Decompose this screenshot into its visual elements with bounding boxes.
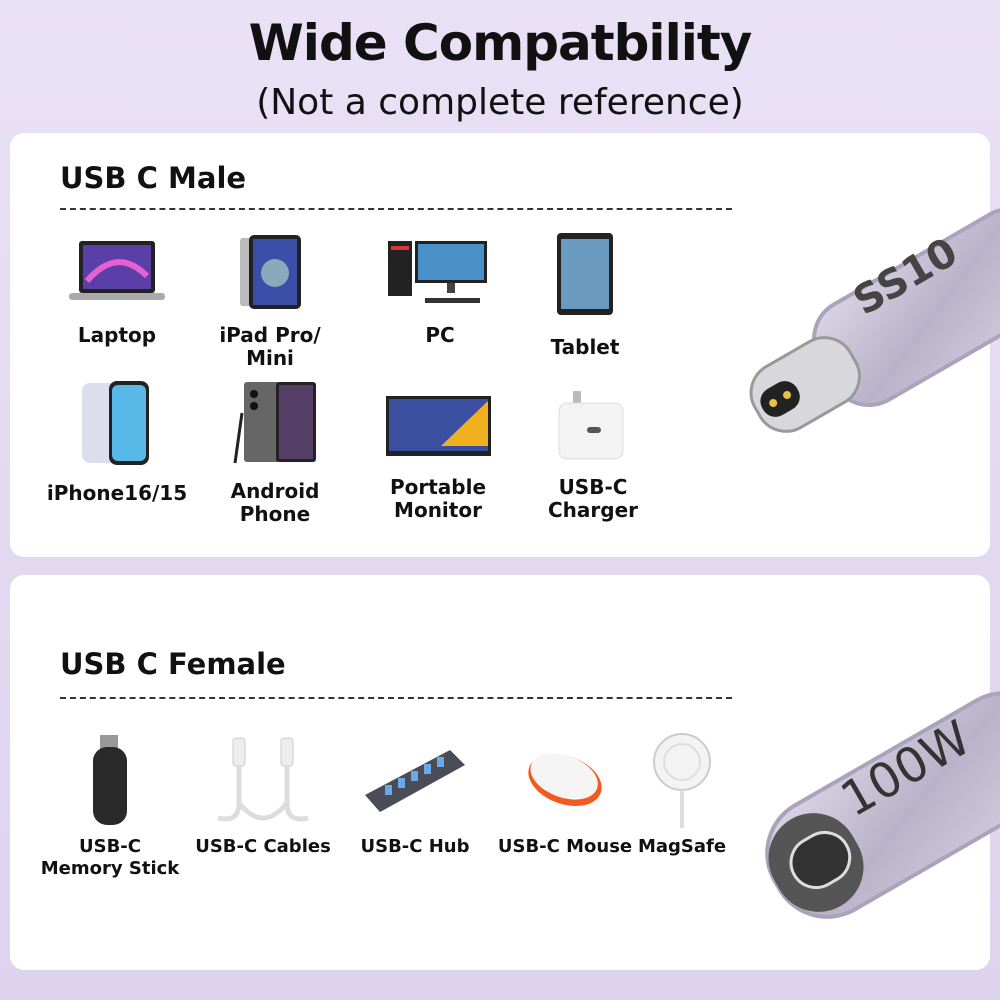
device-label: Laptop: [77, 323, 157, 347]
device-label: MagSafe: [637, 836, 727, 857]
divider: [60, 208, 732, 210]
laptop-icon: [42, 228, 192, 318]
device-charger: USB-C Charger: [518, 378, 668, 522]
device-memory-stick: USB-C Memory Stick: [35, 730, 185, 880]
device-label: Portable Monitor: [389, 475, 487, 522]
mouse-icon: [490, 730, 640, 830]
device-label: iPhone16/15: [46, 481, 188, 505]
divider: [60, 697, 732, 699]
device-tablet: Tablet: [510, 228, 660, 359]
device-label: USB-C Mouse: [497, 836, 633, 857]
magsafe-icon: [617, 730, 747, 830]
female-heading: USB C Female: [60, 647, 286, 681]
device-magsafe: MagSafe: [617, 730, 747, 858]
monitor-icon: [363, 378, 513, 468]
device-ipad: iPad Pro/ Mini: [195, 228, 345, 370]
device-mouse: USB-C Mouse: [490, 730, 640, 858]
page-subtitle: (Not a complete reference): [256, 82, 744, 123]
device-cables: USB-C Cables: [188, 730, 338, 858]
device-iphone: iPhone16/15: [42, 378, 192, 505]
device-hub: USB-C Hub: [340, 730, 490, 858]
device-label: iPad Pro/ Mini: [219, 323, 321, 370]
device-portable-monitor: Portable Monitor: [363, 378, 513, 522]
page-title: Wide Compatbility: [248, 14, 753, 72]
hub-icon: [340, 730, 490, 830]
device-label: USB-C Cables: [195, 836, 331, 857]
device-label: Tablet: [550, 335, 620, 359]
device-laptop: Laptop: [42, 228, 192, 347]
device-android: Android Phone: [200, 378, 350, 526]
tablet-icon: [195, 228, 345, 318]
device-label: USB-C Hub: [360, 836, 470, 857]
device-label: Android Phone: [230, 479, 320, 526]
device-label: PC: [425, 323, 455, 347]
memory-stick-icon: [35, 730, 185, 830]
device-label: USB-C Charger: [547, 475, 639, 522]
usb-c-male-connector: SS10: [749, 207, 1000, 433]
charger-icon: [518, 378, 668, 468]
device-label: USB-C Memory Stick: [40, 836, 180, 879]
phone-icon: [42, 378, 192, 468]
device-pc: PC: [365, 228, 515, 347]
male-heading: USB C Male: [60, 161, 247, 195]
cable-icon: [188, 730, 338, 830]
phone-icon: [200, 378, 350, 468]
desktop-pc-icon: [365, 228, 515, 318]
usb-c-female-connector: 100W: [765, 691, 1000, 919]
tablet-icon: [510, 228, 660, 318]
